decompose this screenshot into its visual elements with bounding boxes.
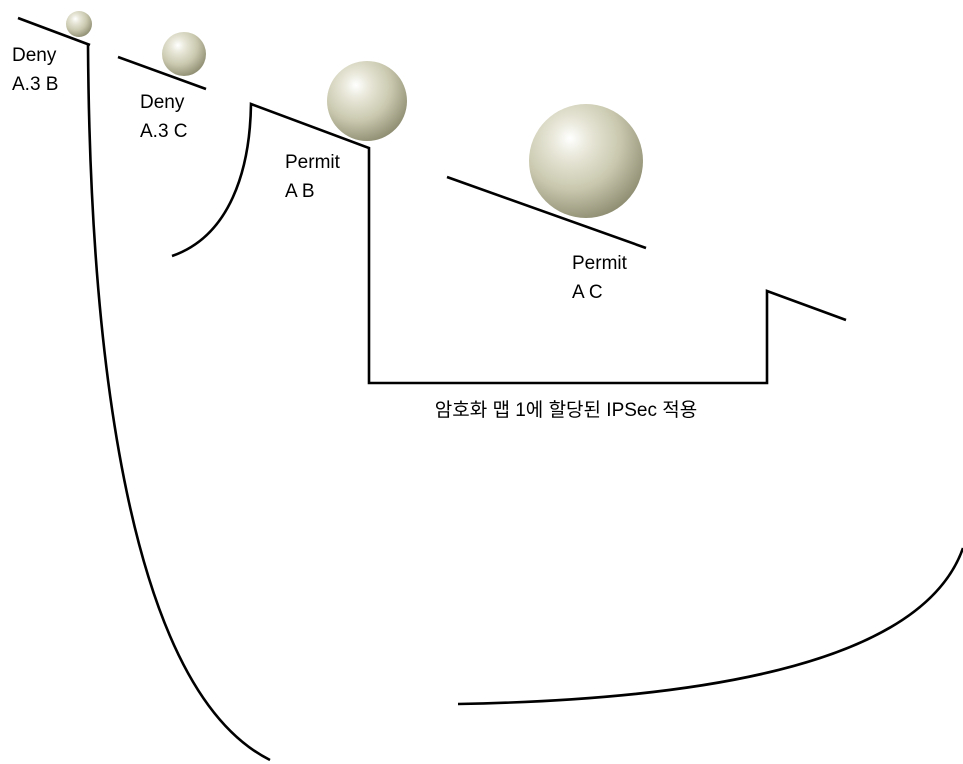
deny-ac-label-line2: A.3 C [140, 121, 188, 142]
ball-icon [162, 32, 206, 76]
deny-ab-ramp [17, 16, 91, 47]
outer-curve-right [457, 547, 963, 706]
permit-ab-ramp-wall [171, 102, 847, 385]
permit-ac-ramp [446, 175, 647, 250]
ball-icon [66, 11, 92, 37]
permit-ab-label-line2: A B [285, 181, 315, 202]
outer-curve-left [86, 44, 271, 762]
ball-icon [327, 61, 407, 141]
deny-ac-label-line1: Deny [140, 92, 185, 113]
deny-ab-label-line2: A.3 B [12, 74, 58, 95]
deny-ab-label-line1: Deny [12, 45, 57, 66]
permit-ac-label-line1: Permit [572, 253, 628, 274]
permit-ab-label-line1: Permit [285, 152, 341, 173]
ball-icon [529, 104, 643, 218]
permit-ac-label-line2: A C [572, 282, 603, 303]
deny-ac-ramp [117, 55, 207, 91]
ipsec-caption: 암호화 맵 1에 할당된 IPSec 적용 [435, 399, 697, 421]
